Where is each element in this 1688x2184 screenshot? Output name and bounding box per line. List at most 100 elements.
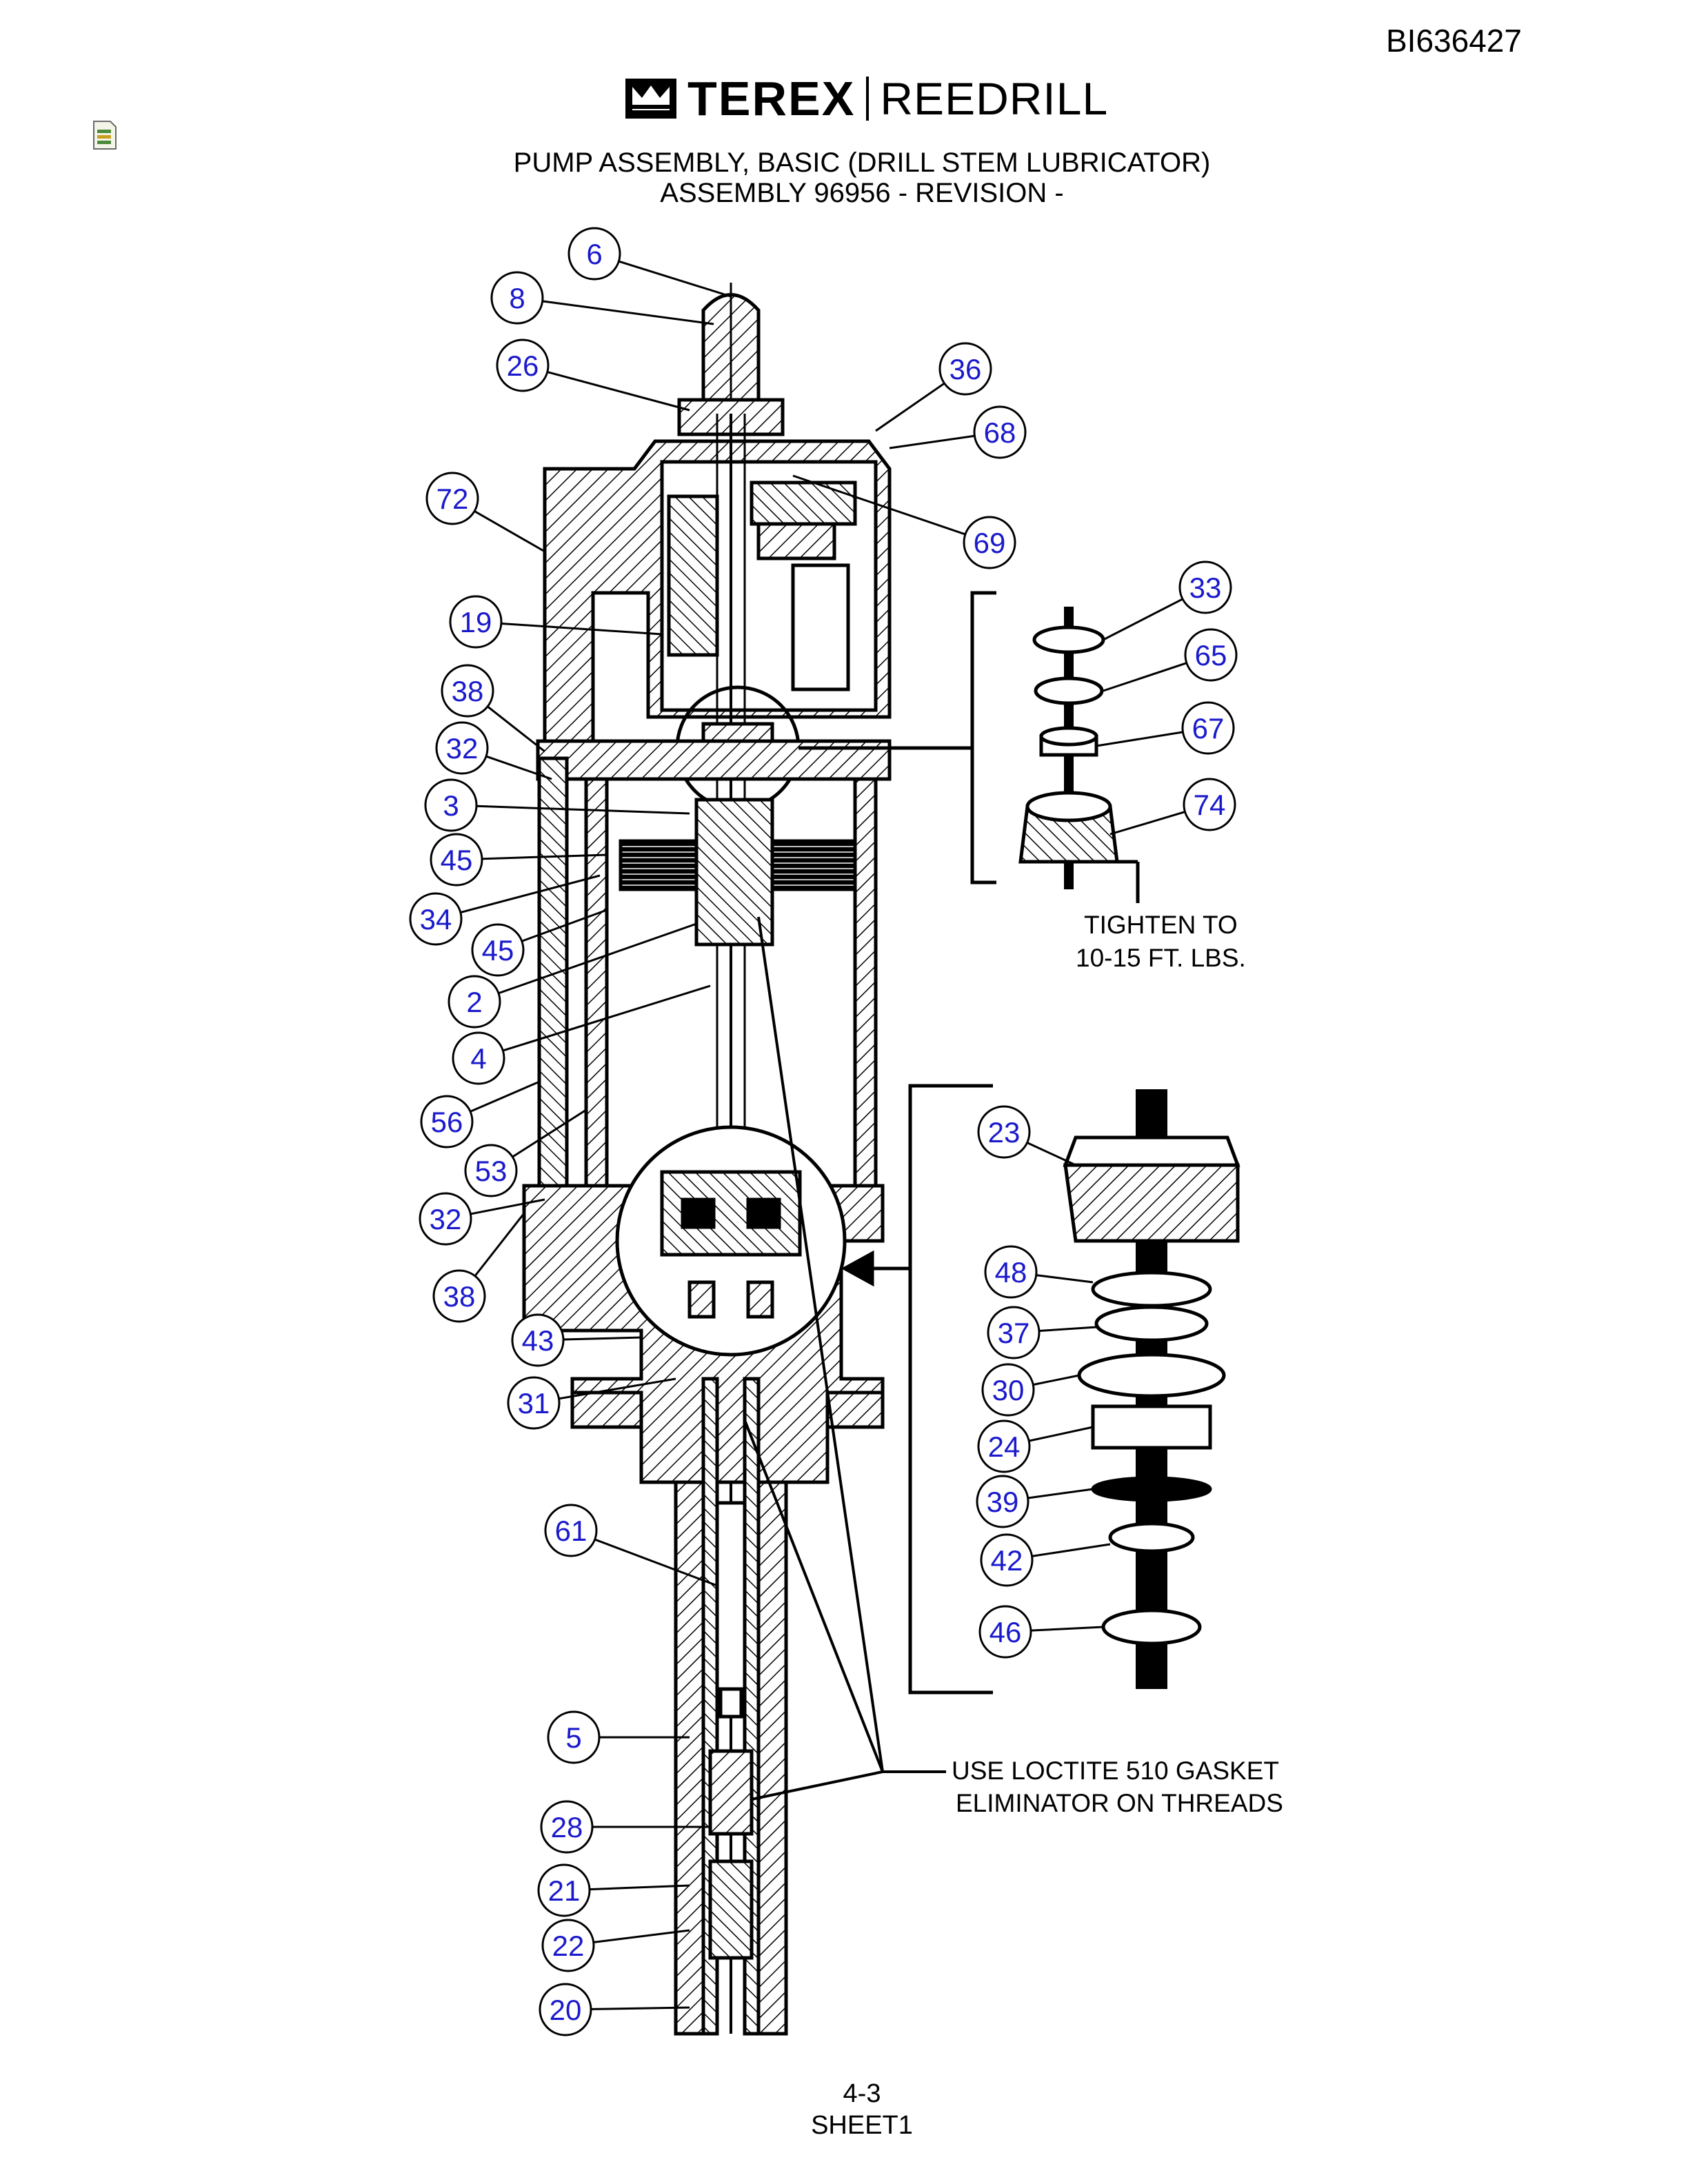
cylinder-wall-right [853, 777, 878, 1209]
document-icon[interactable] [91, 120, 119, 150]
callout-bubble [420, 1095, 474, 1149]
washer-46 [1101, 1608, 1202, 1646]
callout-leader-34 [460, 874, 601, 913]
callout-bubble [539, 1983, 592, 2036]
callout-bubble [977, 1419, 1031, 1473]
callout-leader-48 [1036, 1274, 1094, 1284]
callout-leader-21 [589, 1884, 690, 1891]
callout-leader-61 [594, 1538, 718, 1587]
callout-number: 74 [1194, 789, 1226, 821]
torque-note-line1: TIGHTEN TO [1084, 911, 1238, 939]
callout-38: 38 [432, 1269, 486, 1323]
callout-number: 32 [446, 732, 479, 765]
callout-number: 38 [452, 675, 484, 707]
washer-42 [1108, 1521, 1195, 1553]
callout-bubble [409, 892, 463, 946]
callout-bubble [963, 516, 1016, 569]
valve-seat [719, 1687, 743, 1719]
valve-block-left [667, 494, 719, 657]
flange-left [570, 1391, 643, 1429]
callout-5: 5 [547, 1710, 601, 1764]
callout-38: 38 [441, 664, 494, 718]
callout-bubble [1184, 628, 1238, 682]
callout-leader-65 [1103, 662, 1187, 692]
callout-number: 30 [992, 1374, 1025, 1406]
callout-bubble [980, 1533, 1034, 1587]
callout-leader-67 [1096, 731, 1183, 747]
callout-45: 45 [430, 833, 483, 887]
callout-bubble [978, 1605, 1032, 1659]
sheet-label: SHEET1 [811, 2111, 913, 2140]
callout-number: 31 [518, 1387, 550, 1419]
callout-leader-45 [521, 909, 607, 942]
callout-bubble [448, 975, 501, 1029]
tie-rod-left [537, 756, 569, 1209]
callout-number: 24 [988, 1430, 1021, 1463]
callout-number: 37 [998, 1317, 1030, 1349]
callout-2: 2 [448, 975, 501, 1029]
callout-53: 53 [464, 1144, 518, 1197]
cylinder-wall-left [584, 777, 609, 1209]
callout-number: 48 [995, 1256, 1027, 1288]
callout-bubble [973, 405, 1027, 459]
callout-number: 68 [984, 416, 1016, 449]
callout-leader-30 [1032, 1374, 1080, 1386]
callout-number: 67 [1192, 712, 1225, 745]
callout-30: 30 [981, 1363, 1035, 1417]
callout-39: 39 [976, 1475, 1029, 1528]
pump-tube-left [674, 1480, 705, 2036]
callout-bubble [981, 1363, 1035, 1417]
callout-leader-46 [1030, 1626, 1104, 1632]
plunger [715, 1501, 747, 1698]
assembly-subtitle: ASSEMBLY 96956 - REVISION - [660, 178, 1064, 208]
callout-number: 33 [1189, 572, 1222, 604]
callout-leader-38 [474, 1213, 525, 1277]
callout-number: 61 [555, 1515, 587, 1547]
callout-number: 23 [988, 1116, 1021, 1149]
callout-bubble [1183, 778, 1236, 831]
callout-61: 61 [544, 1504, 598, 1557]
ring-37 [1094, 1305, 1209, 1342]
flange-right [825, 1391, 885, 1429]
callout-leader-69 [792, 474, 966, 536]
callout-leader-38 [487, 705, 545, 753]
callout-65: 65 [1184, 628, 1238, 682]
callout-number: 43 [522, 1324, 554, 1357]
cylinder-head [536, 739, 892, 781]
callout-leader-3 [476, 805, 690, 815]
callout-42: 42 [980, 1533, 1034, 1587]
callout-bubble [938, 342, 992, 396]
oring-39 [1091, 1476, 1212, 1502]
callout-bubble [496, 338, 550, 392]
loctite-pointer-2 [743, 1419, 884, 1772]
callout-number: 42 [991, 1544, 1023, 1577]
loctite-pointer-1 [757, 916, 884, 1772]
callout-bubble [541, 1919, 595, 1972]
loctite-note-line2: ELIMINATOR ON THREADS [956, 1789, 1283, 1817]
packing-left [681, 1197, 716, 1229]
callout-leader-6 [618, 260, 732, 298]
callout-number: 4 [470, 1042, 486, 1075]
callout-leader-31 [559, 1377, 676, 1400]
callout-leader-37 [1038, 1326, 1097, 1333]
callout-number: 56 [431, 1106, 463, 1138]
packing-right [746, 1197, 781, 1229]
callout-22: 22 [541, 1919, 595, 1972]
callout-leader-19 [501, 622, 663, 636]
callout-bubble [432, 1269, 486, 1323]
callout-28: 28 [540, 1800, 594, 1854]
callout-bubble [464, 1144, 518, 1197]
callout-leader-56 [470, 1081, 539, 1113]
callout-number: 36 [950, 353, 982, 385]
callout-leader-42 [1032, 1543, 1111, 1557]
spacer-24 [1091, 1404, 1212, 1450]
callout-number: 5 [565, 1721, 581, 1754]
callout-leader-20 [590, 2006, 690, 2010]
callout-leader-8 [542, 300, 714, 325]
callout-bubble [537, 1863, 591, 1917]
washer-65 [1034, 676, 1104, 705]
callout-leader-68 [889, 434, 975, 449]
loctite-note-line1: USE LOCTITE 510 GASKET [952, 1757, 1279, 1785]
